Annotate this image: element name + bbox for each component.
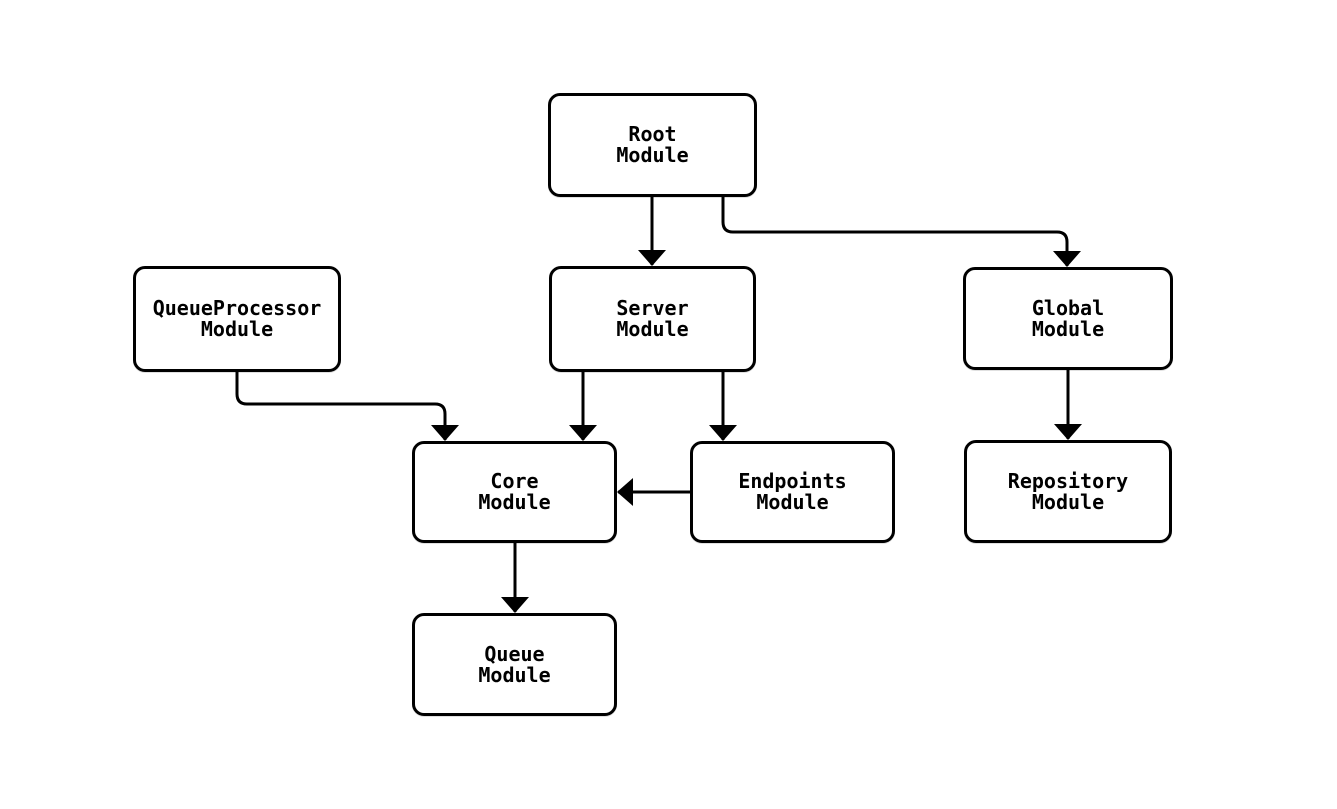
node-root-module: Root Module: [548, 93, 757, 197]
node-label: Root Module: [616, 122, 689, 167]
node-global-module: Global Module: [963, 267, 1173, 370]
node-label: Server Module: [616, 296, 689, 341]
node-server-module: Server Module: [549, 266, 756, 372]
node-label: Core Module: [478, 469, 551, 514]
node-queue-module: Queue Module: [412, 613, 617, 716]
node-repository-module: Repository Module: [964, 440, 1172, 543]
edge-root-to-global: [721, 197, 1081, 267]
node-core-module: Core Module: [412, 441, 617, 543]
node-label: Repository Module: [1007, 468, 1129, 514]
node-label: Endpoints Module: [738, 469, 847, 514]
node-endpoints-module: Endpoints Module: [690, 441, 895, 543]
node-label: QueueProcessor Module: [152, 296, 322, 341]
node-label: Global Module: [1031, 295, 1105, 341]
edge-queue-processor-to-core: [235, 372, 459, 441]
node-queue-processor-module: QueueProcessor Module: [133, 266, 341, 372]
node-label: Queue Module: [478, 641, 551, 687]
